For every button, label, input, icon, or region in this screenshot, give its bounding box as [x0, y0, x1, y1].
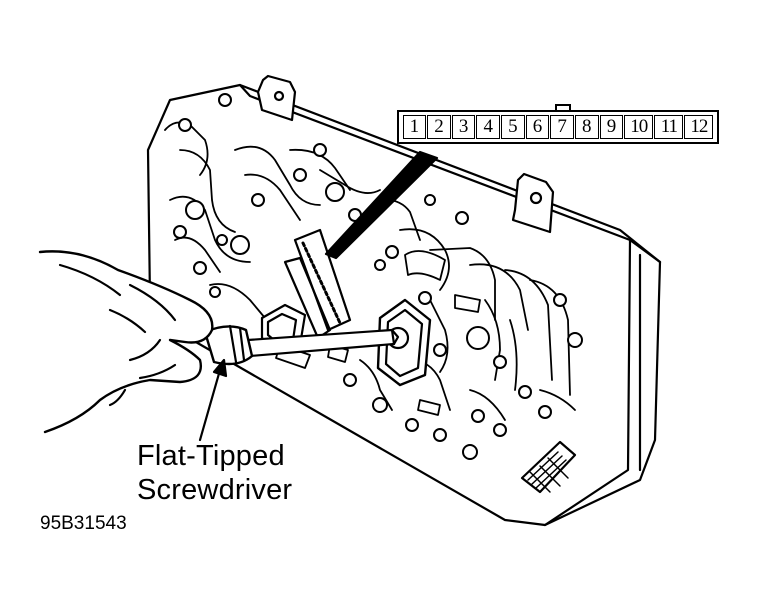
connector-pin: 3	[451, 115, 476, 139]
connector-pin: 2	[427, 115, 451, 139]
callout-label-line1: Flat-Tipped	[137, 440, 285, 472]
connector-pin: 7	[550, 115, 574, 139]
circuit-traces	[164, 121, 576, 421]
connector-pin: 11	[654, 115, 684, 139]
connector-key-notch	[555, 104, 571, 112]
cluster-side-face	[543, 238, 632, 527]
connector-pin: 8	[574, 115, 599, 139]
connector-pin: 10	[624, 115, 654, 139]
connector-leader	[324, 150, 439, 260]
cluster-top-edge	[238, 83, 662, 264]
connector-pin: 5	[501, 115, 525, 139]
trip-reset-knob	[520, 440, 577, 494]
board-connector	[283, 228, 352, 340]
figure-id: 95B31543	[40, 513, 127, 534]
connector-pin: 1	[402, 115, 427, 139]
connector-pin: 4	[476, 115, 501, 139]
callout-arrow	[198, 368, 222, 442]
callout-label-line2: Screwdriver	[137, 474, 293, 506]
connector-pin: 6	[525, 115, 550, 139]
hand	[38, 250, 214, 434]
connector-pin: 12	[684, 115, 714, 139]
connector-pin: 9	[599, 115, 624, 139]
bulb-sockets	[173, 93, 583, 460]
